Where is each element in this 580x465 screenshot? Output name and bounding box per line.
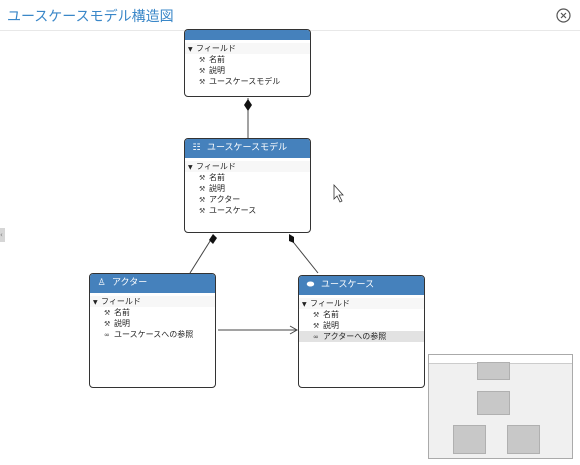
wrench-icon: ⚒ — [199, 56, 206, 64]
wrench-icon: ⚒ — [313, 322, 320, 330]
minimap-node — [477, 391, 510, 415]
wrench-icon: ⚒ — [104, 309, 111, 317]
reference-item[interactable]: ∞アクターへの参照 — [299, 331, 424, 342]
entity-header: ♙アクター — [90, 274, 215, 293]
composition-link-model-usecase — [289, 237, 319, 274]
wrench-icon: ⚒ — [199, 196, 206, 204]
ellipse-icon: ⬬ — [306, 280, 315, 290]
minimap-node — [507, 425, 540, 454]
minimap[interactable] — [428, 354, 573, 459]
entity-node-usecase[interactable]: ⬬ユースケース ▼フィールド ⚒名前 ⚒説明 ∞アクターへの参照 — [298, 275, 425, 388]
field-item[interactable]: ⚒名前 — [104, 308, 130, 317]
wrench-icon: ⚒ — [104, 320, 111, 328]
entity-header: ⬬ユースケース — [299, 276, 424, 295]
field-item[interactable]: ⚒ユースケース — [199, 206, 257, 215]
triangle-down-icon: ▼ — [188, 164, 193, 171]
entity-node-usecase-model[interactable]: ☷ユースケースモデル ▼フィールド ⚒名前 ⚒説明 ⚒アクター ⚒ユースケース — [184, 138, 311, 233]
entity-header: ☷ユースケースモデル — [185, 139, 310, 158]
wrench-icon: ⚒ — [199, 78, 206, 86]
minimap-node — [477, 362, 510, 380]
field-section-toggle[interactable]: ▼フィールド — [90, 296, 215, 307]
field-section-toggle[interactable]: ▼フィールド — [185, 161, 310, 172]
field-item[interactable]: ⚒ユースケースモデル — [199, 77, 281, 86]
composition-diamond-actor — [209, 234, 217, 244]
window-title: ユースケースモデル構造図 — [7, 9, 174, 25]
wrench-icon: ⚒ — [199, 185, 206, 193]
entity-node-top[interactable]: ▼フィールド ⚒名前 ⚒説明 ⚒ユースケースモデル — [184, 29, 311, 97]
field-item[interactable]: ⚒名前 — [199, 173, 225, 182]
composition-diamond-top — [244, 99, 252, 111]
person-icon: ♙ — [97, 278, 106, 288]
wrench-icon: ⚒ — [199, 174, 206, 182]
triangle-down-icon: ▼ — [93, 299, 98, 306]
reference-arrow-head — [289, 325, 299, 335]
field-item[interactable]: ⚒名前 — [199, 55, 225, 64]
wrench-icon: ⚒ — [199, 67, 206, 75]
field-item[interactable]: ⚒説明 — [199, 66, 225, 75]
field-item[interactable]: ⚒説明 — [104, 319, 130, 328]
triangle-down-icon: ▼ — [188, 46, 193, 53]
field-item[interactable]: ⚒説明 — [199, 184, 225, 193]
entity-node-actor[interactable]: ♙アクター ▼フィールド ⚒名前 ⚒説明 ∞ユースケースへの参照 — [89, 273, 216, 388]
link-icon: ∞ — [104, 331, 110, 339]
composition-diamond-usecase — [289, 234, 294, 243]
entity-header-top — [185, 30, 310, 40]
link-icon: ∞ — [313, 333, 319, 341]
field-item[interactable]: ⚒アクター — [199, 195, 241, 204]
close-icon[interactable] — [556, 8, 571, 23]
reference-item[interactable]: ∞ユースケースへの参照 — [104, 330, 194, 339]
model-icon: ☷ — [192, 143, 201, 153]
mouse-cursor-icon — [333, 183, 344, 203]
wrench-icon: ⚒ — [199, 207, 206, 215]
field-section-toggle[interactable]: ▼フィールド — [299, 298, 424, 309]
minimap-node — [453, 425, 486, 454]
wrench-icon: ⚒ — [313, 311, 320, 319]
field-section-toggle[interactable]: ▼フィールド — [185, 43, 310, 54]
field-item[interactable]: ⚒説明 — [313, 321, 339, 330]
field-item[interactable]: ⚒名前 — [313, 310, 339, 319]
triangle-down-icon: ▼ — [302, 301, 307, 308]
left-collapse-handle[interactable]: ‹ — [0, 228, 5, 242]
composition-link-model-actor — [189, 237, 213, 274]
